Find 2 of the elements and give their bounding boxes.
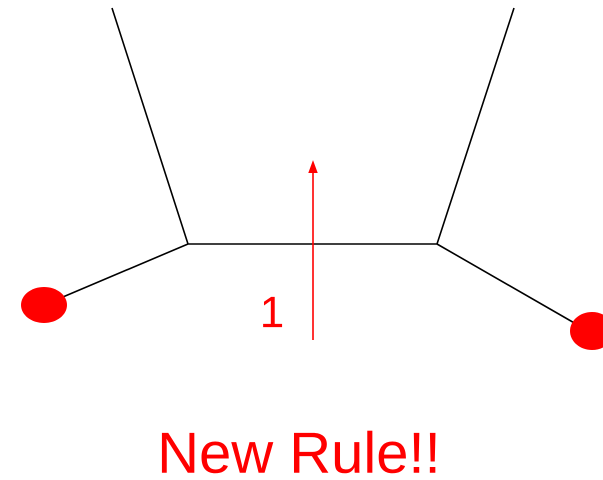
caption: New Rule!! <box>162 430 436 474</box>
arrow-label: 1 <box>263 296 282 328</box>
